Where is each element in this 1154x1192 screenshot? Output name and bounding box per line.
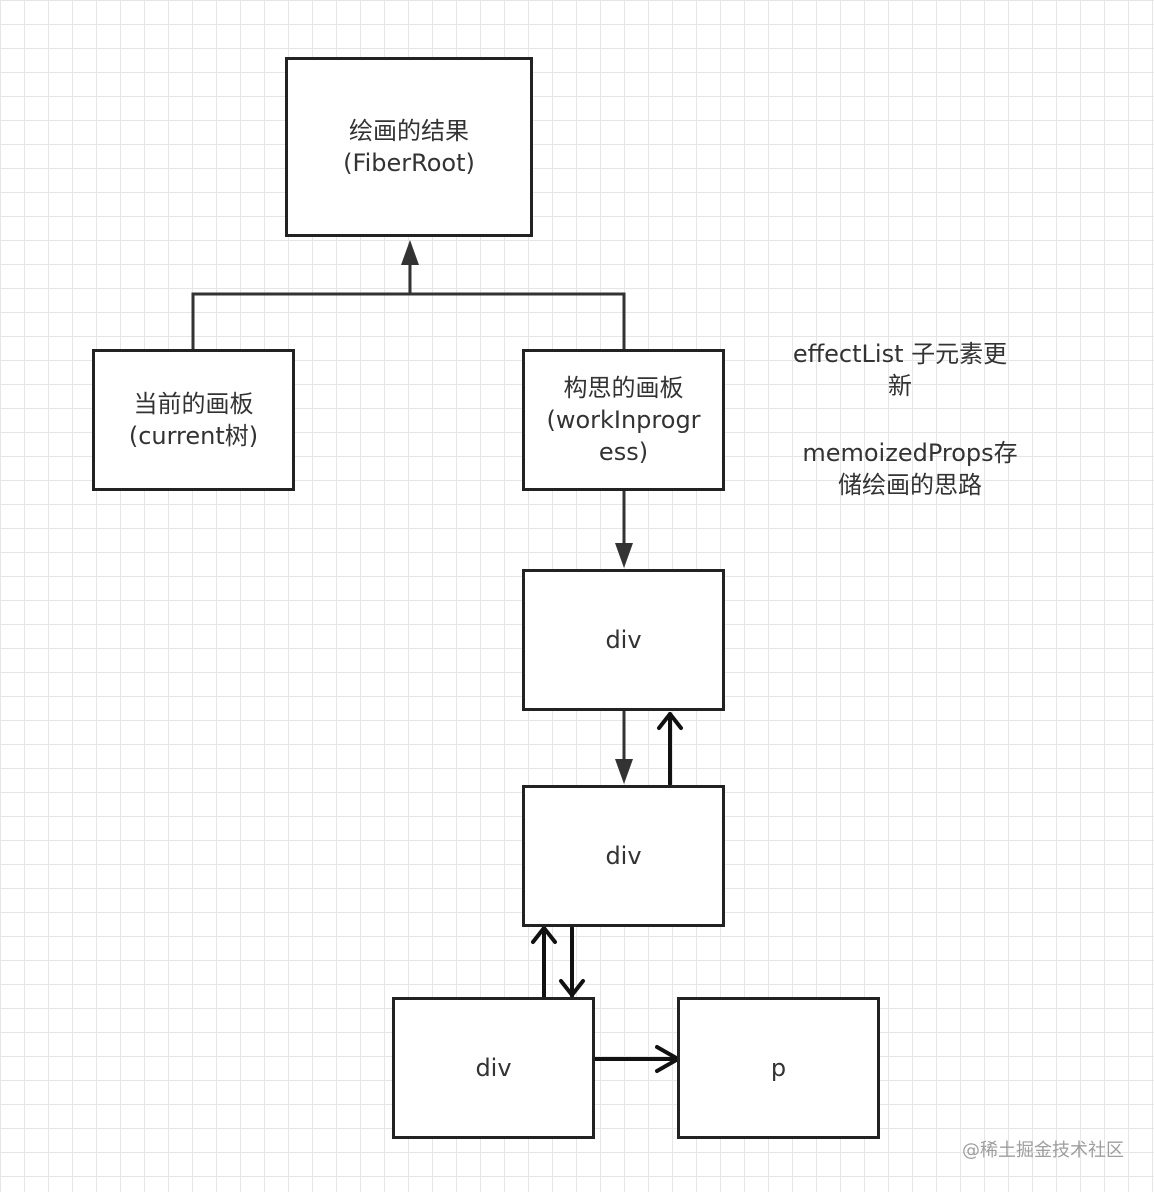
current-canvas-label-line-1: 当前的画板 [133, 390, 254, 418]
div-node-c: div [392, 997, 595, 1139]
p-node-label: p [770, 1054, 787, 1082]
memoized-props-note-line-2: 储绘画的思路 [838, 471, 982, 499]
wip-canvas-label-line-1: 构思的画板 [563, 374, 684, 402]
memoized-props-note: memoizedProps存 储绘画的思路 [780, 437, 1040, 501]
return-div-c-to-div-b-arrowhead [531, 926, 557, 944]
div-node-b: div [522, 785, 725, 927]
root-arrowhead [401, 240, 419, 265]
tree-join-connector [191, 292, 626, 349]
memoized-props-note-line-1: memoizedProps存 [802, 439, 1018, 467]
current-canvas-node: 当前的画板 (current树) [92, 349, 295, 491]
effect-list-note: effectList 子元素更 新 [775, 338, 1025, 402]
wip-canvas-node: 构思的画板 (workInprogr ess) [522, 349, 725, 491]
div-node-b-label: div [605, 842, 642, 870]
div-node-c-label: div [475, 1054, 512, 1082]
fiber-root-label-line-1: 绘画的结果 [348, 117, 469, 145]
wip-canvas-label-line-2: (workInprogr [546, 406, 701, 434]
return-div-b-to-div-a-arrowhead [657, 712, 683, 730]
div-node-a-label: div [605, 626, 642, 654]
effect-list-note-line-2: 新 [888, 372, 912, 400]
wip-canvas-label-line-3: ess) [598, 438, 649, 466]
child-div-b-to-div-c-arrowhead [559, 979, 585, 997]
effect-list-note-line-1: effectList 子元素更 [792, 340, 1008, 368]
current-canvas-label-line-2: (current树) [128, 422, 259, 450]
fiber-root-label-line-2: (FiberRoot) [343, 149, 475, 177]
fiber-root-node: 绘画的结果 (FiberRoot) [285, 57, 533, 237]
watermark: @稀土掘金技术社区 [962, 1140, 1124, 1161]
div-node-a: div [522, 569, 725, 711]
div-a-to-div-b-arrowhead [615, 759, 633, 784]
wip-to-div-a-arrowhead [615, 543, 633, 568]
p-node: p [677, 997, 880, 1139]
